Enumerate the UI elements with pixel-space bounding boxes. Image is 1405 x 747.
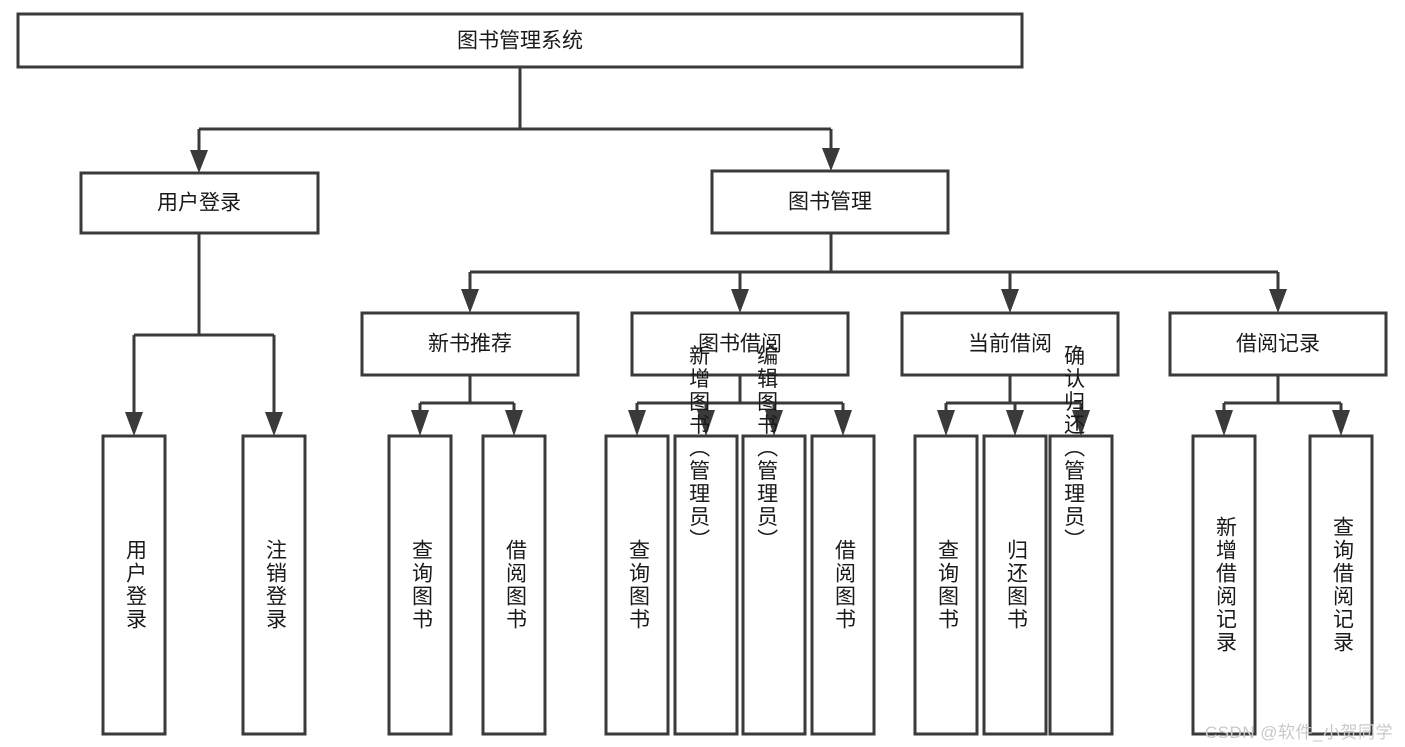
leaf-book-borrow-edit-label: 编辑图书（管理员） — [755, 345, 779, 552]
node-current-borrow[interactable]: 当前借阅 — [900, 311, 1120, 377]
node-book-management-label: 图书管理 — [788, 191, 872, 214]
arrow-borrow-record-leaf2-icon — [1332, 410, 1350, 436]
arrow-user-login-leaf2-icon — [265, 412, 283, 436]
arrow-to-user-login-icon — [190, 150, 208, 173]
node-book-management-box[interactable] — [710, 169, 950, 235]
connectors-book-borrow-to-leaves — [628, 375, 852, 436]
leaf-book-borrow-add[interactable]: 新增图书（管理员） — [673, 345, 739, 736]
leaf-borrow-record-query-label: 查询借阅记录 — [1330, 516, 1354, 654]
leaf-current-borrow-query-box[interactable] — [913, 434, 979, 736]
arrow-to-borrow-record-icon — [1269, 289, 1287, 313]
leaf-user-login-login-box[interactable] — [101, 434, 167, 736]
leaf-current-borrow-return-box[interactable] — [982, 434, 1048, 736]
leaf-new-book-query[interactable]: 查询图书 — [387, 434, 453, 736]
connectors-new-book-to-leaves — [411, 375, 523, 436]
arrow-current-borrow-leaf3-icon — [1072, 410, 1090, 436]
arrow-new-book-leaf2-icon — [505, 410, 523, 436]
leaf-new-book-borrow[interactable]: 借阅图书 — [481, 434, 547, 736]
arrow-book-borrow-leaf1-icon — [628, 410, 646, 436]
leaf-user-login-logout-label: 注销登录 — [263, 539, 287, 631]
arrow-to-current-borrow-icon — [1001, 289, 1019, 313]
connectors-user-login-to-leaves — [125, 233, 283, 436]
leaf-user-login-login-label: 用户登录 — [123, 539, 147, 631]
leaf-book-borrow-query-label: 查询图书 — [626, 539, 650, 631]
arrow-book-borrow-leaf4-icon — [834, 410, 852, 436]
leaf-book-borrow-edit-box[interactable] — [741, 434, 807, 736]
leaf-new-book-query-box[interactable] — [387, 434, 453, 736]
leaf-book-borrow-borrow-label: 借阅图书 — [832, 539, 856, 631]
leaf-user-login-logout[interactable]: 注销登录 — [241, 434, 307, 736]
leaf-borrow-record-add-label: 新增借阅记录 — [1213, 516, 1237, 654]
leaf-book-borrow-borrow-box[interactable] — [810, 434, 876, 736]
leaf-book-borrow-query[interactable]: 查询图书 — [604, 434, 670, 736]
leaf-new-book-borrow-box[interactable] — [481, 434, 547, 736]
arrow-current-borrow-leaf1-icon — [937, 410, 955, 436]
csdn-watermark: CSDN @软件_小贺同学 — [1204, 723, 1393, 742]
arrow-to-new-book-icon — [461, 289, 479, 313]
node-new-book-recommend[interactable]: 新书推荐 — [360, 311, 580, 377]
node-root-box[interactable] — [16, 12, 1024, 69]
leaf-borrow-record-add[interactable]: 新增借阅记录 — [1191, 434, 1257, 736]
leaf-current-borrow-query-label: 查询图书 — [935, 539, 959, 631]
node-book-borrow-label: 图书借阅 — [698, 333, 782, 356]
arrow-new-book-leaf1-icon — [411, 410, 429, 436]
leaf-user-login-login[interactable]: 用户登录 — [101, 434, 167, 736]
leaf-current-borrow-return-label: 归还图书 — [1004, 539, 1028, 631]
arrow-book-borrow-leaf2-icon — [697, 410, 715, 436]
connectors-root-to-level2 — [190, 67, 840, 173]
connectors-borrow-record-to-leaves — [1215, 375, 1350, 436]
arrow-borrow-record-leaf1-icon — [1215, 410, 1233, 436]
node-book-management[interactable]: 图书管理 — [710, 169, 950, 235]
arrow-to-book-mgmt-icon — [822, 148, 840, 171]
leaf-book-borrow-edit[interactable]: 编辑图书（管理员） — [741, 345, 807, 736]
arrow-book-borrow-leaf3-icon — [765, 410, 783, 436]
arrow-current-borrow-leaf2-icon — [1006, 410, 1024, 436]
leaf-current-borrow-confirm[interactable]: 确认归还（管理员） — [1048, 345, 1114, 736]
leaf-borrow-record-query[interactable]: 查询借阅记录 — [1308, 434, 1374, 736]
leaf-current-borrow-confirm-label: 确认归还（管理员） — [1062, 345, 1086, 552]
leaf-current-borrow-confirm-box[interactable] — [1048, 434, 1114, 736]
leaf-borrow-record-add-box[interactable] — [1191, 434, 1257, 736]
leaf-current-borrow-return[interactable]: 归还图书 — [982, 434, 1048, 736]
node-root[interactable]: 图书管理系统 — [16, 12, 1024, 69]
node-borrow-record[interactable]: 借阅记录 — [1168, 311, 1388, 377]
node-user-login-label: 用户登录 — [157, 192, 241, 215]
leaf-current-borrow-query[interactable]: 查询图书 — [913, 434, 979, 736]
node-user-login-box[interactable] — [79, 171, 320, 235]
leaf-user-login-logout-box[interactable] — [241, 434, 307, 736]
leaf-book-borrow-borrow[interactable]: 借阅图书 — [810, 434, 876, 736]
arrow-user-login-leaf1-icon — [125, 412, 143, 436]
node-borrow-record-label: 借阅记录 — [1236, 333, 1320, 356]
leaf-new-book-query-label: 查询图书 — [409, 539, 433, 631]
node-new-book-recommend-box[interactable] — [360, 311, 580, 377]
node-book-borrow-box[interactable] — [630, 311, 850, 377]
node-borrow-record-box[interactable] — [1168, 311, 1388, 377]
leaf-new-book-borrow-label: 借阅图书 — [503, 539, 527, 631]
connectors-book-mgmt-to-level3 — [461, 233, 1287, 313]
leaf-book-borrow-query-box[interactable] — [604, 434, 670, 736]
node-root-label: 图书管理系统 — [457, 30, 583, 53]
node-book-borrow[interactable]: 图书借阅 — [630, 311, 850, 377]
node-current-borrow-box[interactable] — [900, 311, 1120, 377]
connectors-current-borrow-to-leaves — [937, 375, 1090, 436]
node-new-book-recommend-label: 新书推荐 — [428, 333, 512, 356]
arrow-to-book-borrow-icon — [731, 289, 749, 313]
leaf-book-borrow-add-label: 新增图书（管理员） — [687, 345, 711, 552]
leaf-book-borrow-add-box[interactable] — [673, 434, 739, 736]
leaf-borrow-record-query-box[interactable] — [1308, 434, 1374, 736]
node-current-borrow-label: 当前借阅 — [968, 333, 1052, 356]
node-user-login[interactable]: 用户登录 — [79, 171, 320, 235]
